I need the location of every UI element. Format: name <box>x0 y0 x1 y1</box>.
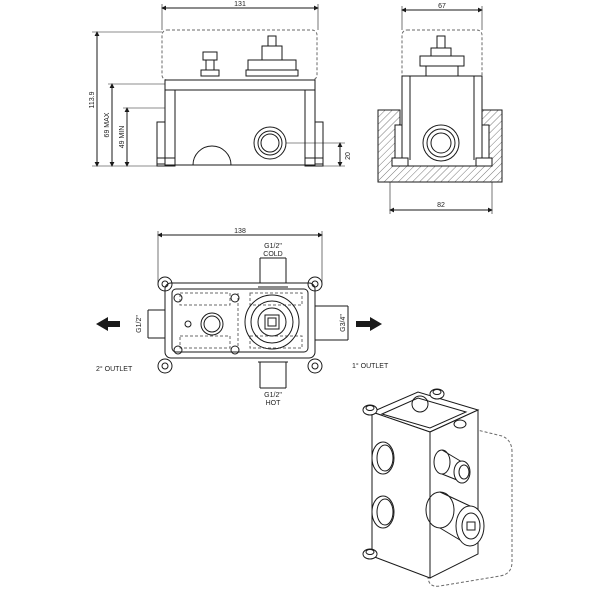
outlet-1-arrow <box>356 317 382 331</box>
side-cover-outline <box>401 29 483 81</box>
isometric-view <box>362 388 513 587</box>
plan-body-inner <box>171 288 309 353</box>
side-body <box>401 75 483 167</box>
hot-label: HOT <box>266 400 282 407</box>
iso-diverter-knob <box>433 449 471 484</box>
iso-right-face <box>429 409 479 579</box>
plan-view <box>147 231 349 389</box>
right-thread-label: G3/4" <box>340 314 347 332</box>
side-top-width-dim: 67 <box>438 3 446 10</box>
right-outlet-port <box>315 305 349 341</box>
hot-port <box>258 357 288 389</box>
plan-corner-lugs <box>157 276 323 374</box>
front-right-foot <box>304 157 324 167</box>
front-diverter-stem <box>200 51 220 77</box>
front-outlet-right <box>253 126 287 160</box>
front-inlet-height-dim: 20 <box>345 152 352 160</box>
iso-left-face <box>371 411 431 579</box>
iso-left-holes <box>371 441 395 529</box>
front-width-dim: 131 <box>234 1 246 8</box>
plan-screws <box>173 293 240 355</box>
front-height-total-dim: 113.9 <box>89 91 96 108</box>
cold-label: COLD <box>263 251 282 258</box>
front-cartridge <box>245 35 299 77</box>
side-stem <box>419 35 465 77</box>
iso-cartridge <box>425 491 485 547</box>
front-body <box>164 79 316 166</box>
front-height-min-dim: 49 MIN <box>119 126 126 149</box>
side-view <box>377 6 503 214</box>
plan-width-dim: 138 <box>234 228 246 235</box>
outlet-2-label: 2° OUTLET <box>96 365 133 373</box>
iso-bolts <box>362 388 467 560</box>
side-outlet <box>422 124 460 162</box>
front-left-foot <box>156 157 176 167</box>
outlet-2-arrow <box>96 317 120 331</box>
front-outlet-left <box>192 145 232 166</box>
front-cover-outline <box>161 29 318 81</box>
outlet-1-label: 1° OUTLET <box>352 362 389 370</box>
hot-thread-label: G1/2" <box>264 392 282 399</box>
cold-port <box>258 257 288 288</box>
front-height-max-dim: 69 MAX <box>104 112 111 137</box>
side-bottom-width-dim: 82 <box>437 202 445 209</box>
left-thread-label: G1/2" <box>136 315 143 333</box>
cold-thread-label: G1/2" <box>264 243 282 250</box>
plan-body-outer <box>164 282 316 359</box>
plan-cartridge <box>244 294 300 350</box>
left-outlet-port <box>147 309 165 339</box>
front-left-rail <box>156 121 166 165</box>
front-view <box>92 4 345 167</box>
plan-diverter <box>200 312 224 336</box>
